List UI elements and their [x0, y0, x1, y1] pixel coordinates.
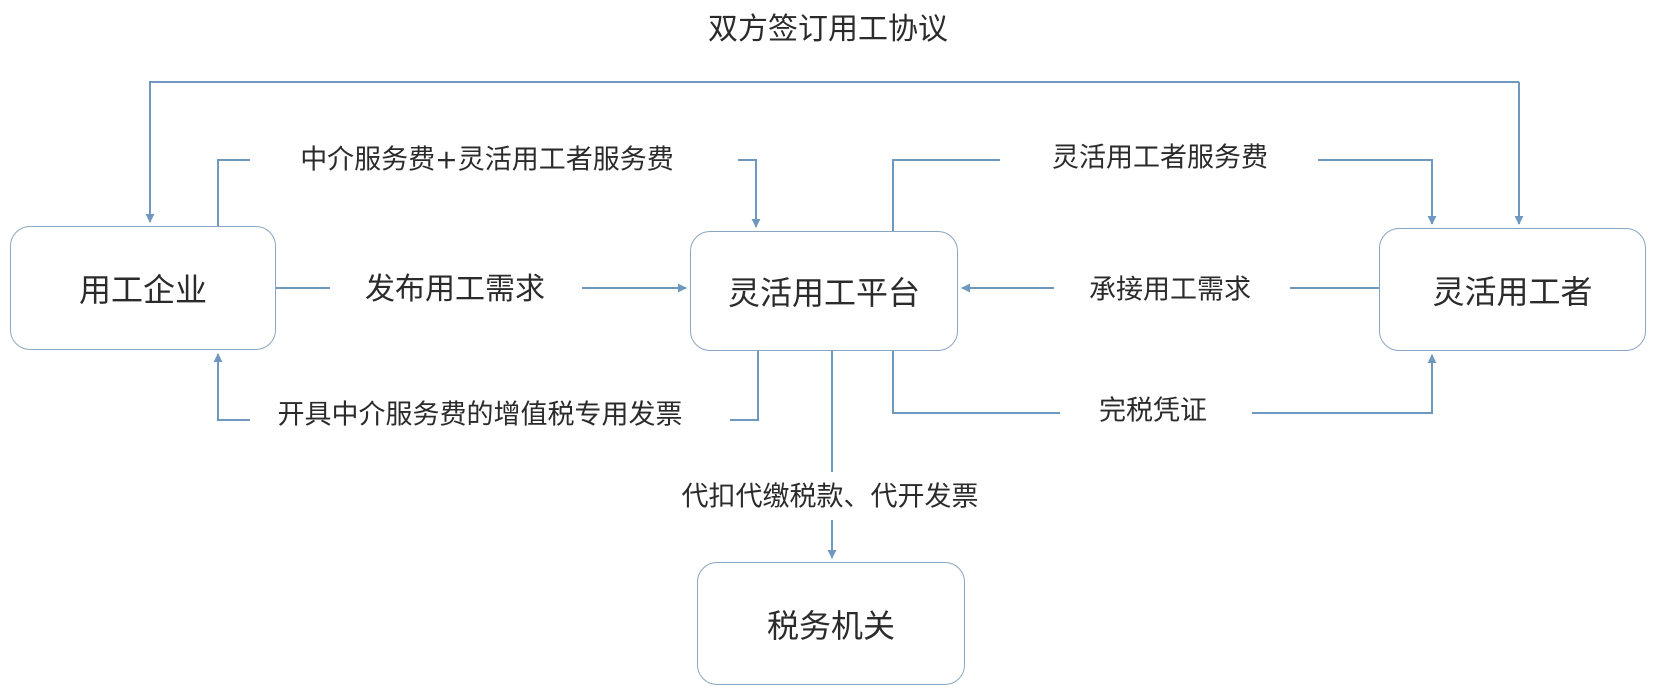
edge-label-agreement: 双方签订用工协议 — [708, 12, 948, 47]
edge-worker-fee-left — [892, 159, 1000, 231]
edge-tax-certificate-left — [892, 351, 1060, 414]
edge-agreement-line — [145, 81, 1519, 223]
node-enterprise: 用工企业 — [10, 226, 276, 350]
node-platform: 灵活用工平台 — [690, 231, 958, 351]
node-enterprise-label: 用工企业 — [78, 271, 207, 309]
edge-label-fee-to-platform: 中介服务费+灵活用工者服务费 — [296, 146, 678, 174]
edge-label-withhold-tax: 代扣代缴税款、代开发票 — [677, 483, 983, 511]
edge-label-publish-demand: 发布用工需求 — [361, 275, 549, 305]
edge-label-worker-fee: 灵活用工者服务费 — [1048, 144, 1272, 172]
node-tax-authority-label: 税务机关 — [766, 606, 895, 645]
node-worker-label: 灵活用工者 — [1432, 272, 1593, 311]
node-platform-label: 灵活用工平台 — [727, 274, 920, 312]
edge-label-accept-demand: 承接用工需求 — [1085, 276, 1255, 304]
edge-tax-certificate-right — [1252, 354, 1437, 414]
edge-label-invoice: 开具中介服务费的增值税专用发票 — [273, 401, 687, 429]
node-tax-authority: 税务机关 — [697, 562, 965, 685]
edge-fee-to-platform-right — [738, 159, 761, 228]
edge-invoice-right — [730, 351, 759, 421]
edge-invoice-left — [213, 353, 250, 421]
edge-label-tax-certificate: 完税凭证 — [1095, 397, 1211, 425]
node-worker: 灵活用工者 — [1379, 228, 1646, 351]
edge-fee-to-platform-left — [217, 159, 250, 226]
edge-worker-fee-right — [1318, 159, 1437, 225]
